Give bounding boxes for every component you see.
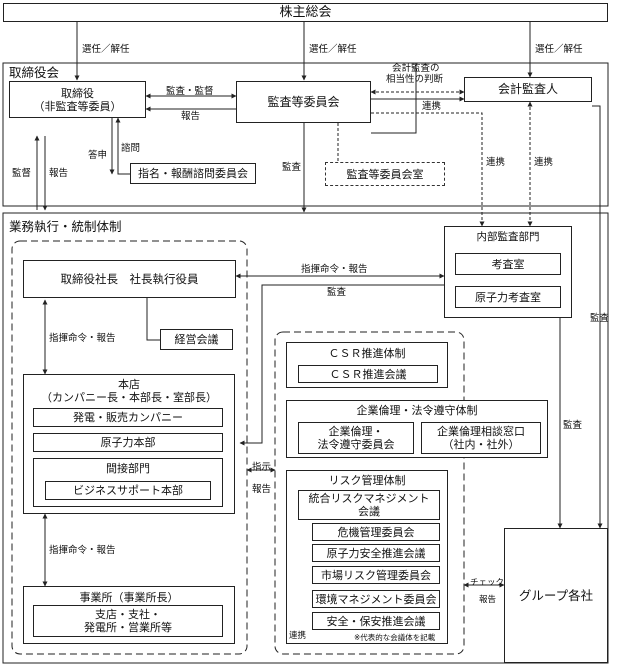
report-label-3: 報告 [252, 484, 272, 495]
ethics-desk-label-2: （社内・社外） [442, 438, 520, 451]
integrated-risk-label-1: 統合リスクマネジメント [308, 492, 430, 505]
accounting-judgment-label-1: 会計監査の [392, 63, 440, 74]
renkei-label-2: 連携 [486, 157, 506, 168]
accounting-auditor-box: 会計監査人 [464, 77, 592, 102]
management-meeting-label: 経営会議 [174, 333, 219, 346]
shareholders-meeting-label: 株主総会 [279, 5, 332, 20]
nuclear-hq-label: 原子力本部 [100, 436, 156, 449]
nuclear-safety-label: 原子力安全推進会議 [326, 546, 426, 560]
kansa-label-3: 監査 [563, 420, 583, 431]
elect-label-audit-committee: 選任／解任 [309, 44, 357, 55]
group-companies-box: グループ各社 [504, 528, 608, 663]
audit-supervise-label: 監査・監督 [166, 86, 214, 97]
market-risk-box: 市場リスク管理委員会 [312, 566, 440, 584]
shiji-label: 指示 [252, 462, 272, 473]
report-label-1: 報告 [181, 111, 201, 122]
environment-label: 環境マネジメント委員会 [315, 592, 437, 606]
nuclear-hq-box: 原子力本部 [33, 433, 223, 452]
environment-box: 環境マネジメント委員会 [312, 590, 440, 608]
safety-box: 安全・保安推進会議 [312, 612, 440, 630]
inspection-office-label: 考査室 [491, 257, 525, 271]
offices-label-1: 支店・支社・ [95, 608, 161, 621]
president-label: 取締役社長 社長執行役員 [60, 271, 199, 286]
integrated-risk-label-2: 会議 [358, 505, 380, 518]
internal-audit-title: 内部監査部門 [476, 231, 540, 243]
safety-label: 安全・保安推進会議 [326, 614, 426, 628]
accounting-judgment-label-2: 相当性の判断 [386, 74, 444, 85]
power-company-box: 発電・販売カンパニー [33, 408, 223, 427]
renkei-label-4: 連携 [289, 631, 307, 641]
renkei-label-3: 連携 [534, 157, 554, 168]
exec-dashed-region [11, 240, 248, 655]
accounting-auditor-label: 会計監査人 [497, 82, 558, 96]
indirect-dept-label: 間接部門 [106, 462, 150, 475]
management-meeting-box: 経営会議 [160, 329, 233, 350]
control-dashed-region [274, 331, 465, 655]
elect-label-directors: 選任／解任 [82, 44, 130, 55]
shareholders-meeting-box: 株主総会 [3, 3, 608, 22]
nuclear-safety-box: 原子力安全推進会議 [312, 544, 440, 562]
market-risk-label: 市場リスク管理委員会 [321, 568, 431, 582]
business-support-label: ビジネスサポート本部 [73, 484, 183, 497]
integrated-risk-box: 統合リスクマネジメント 会議 [298, 490, 440, 520]
risk-title: リスク管理体制 [328, 474, 406, 487]
csr-meeting-box: ＣＳＲ推進会議 [298, 365, 438, 383]
ethics-desk-box: 企業倫理相談窓口 （社内・社外） [421, 422, 541, 454]
toshin-label: 答申 [88, 150, 108, 161]
csr-title: ＣＳＲ推進体制 [328, 347, 406, 360]
report-label-2: 報告 [49, 168, 69, 179]
kansa-label-1: 監査 [282, 162, 302, 173]
execution-frame [2, 212, 609, 664]
audit-committee-office-box: 監査等委員会室 [325, 162, 445, 186]
shimon-label: 諮問 [121, 143, 141, 154]
audit-committee-office-label: 監査等委員会室 [346, 167, 424, 181]
ethics-committee-label-2: 法令遵守委員会 [317, 438, 395, 451]
offices-title: 事業所（事業所長） [79, 591, 179, 604]
kansa-label-2: 監査 [327, 287, 347, 298]
group-companies-label: グループ各社 [518, 588, 594, 603]
head-office-label-1: 本店 [118, 378, 140, 391]
crisis-committee-box: 危機管理委員会 [312, 523, 440, 541]
renkei-label-1: 連携 [422, 101, 442, 112]
directors-label-2: （非監査等委員） [33, 99, 122, 113]
board-frame [2, 62, 609, 207]
kansa-label-4: 監査 [590, 313, 610, 324]
audit-committee-box: 監査等委員会 [236, 81, 371, 123]
risk-note: ※代表的な会議体を記載 [354, 633, 436, 642]
offices-detail-box: 支店・支社・ 発電所・営業所等 [33, 605, 223, 637]
directors-box: 取締役 （非監査等委員） [9, 81, 146, 118]
inspection-office-box: 考査室 [455, 253, 561, 275]
crisis-committee-label: 危機管理委員会 [337, 525, 415, 539]
audit-committee-label: 監査等委員会 [267, 94, 340, 109]
ethics-committee-label-1: 企業倫理・ [328, 425, 384, 438]
kantoku-label: 監督 [12, 168, 32, 179]
board-title: 取締役会 [9, 65, 60, 80]
elect-label-auditor: 選任／解任 [535, 44, 583, 55]
ethics-title: 企業倫理・法令遵守体制 [356, 404, 478, 417]
business-support-box: ビジネスサポート本部 [45, 481, 211, 500]
execution-title: 業務執行・統制体制 [9, 219, 122, 234]
nuclear-inspection-label: 原子力考査室 [475, 290, 541, 304]
command-report-label-1: 指揮命令・報告 [301, 264, 368, 275]
ethics-desk-label-1: 企業倫理相談窓口 [437, 425, 525, 438]
head-office-label-2: （カンパニー長・本部長・室部長） [41, 391, 217, 404]
ethics-committee-box: 企業倫理・ 法令遵守委員会 [298, 422, 414, 454]
nomination-committee-box: 指名・報酬諮問委員会 [130, 163, 256, 184]
report-label-4: 報告 [479, 595, 497, 605]
nuclear-inspection-box: 原子力考査室 [455, 286, 561, 308]
check-label: チェック [470, 578, 505, 588]
nomination-committee-label: 指名・報酬諮問委員会 [138, 167, 248, 180]
command-report-label-2: 指揮命令・報告 [49, 333, 116, 344]
power-company-label: 発電・販売カンパニー [73, 411, 183, 424]
president-box: 取締役社長 社長執行役員 [23, 260, 236, 298]
csr-meeting-label: ＣＳＲ推進会議 [329, 367, 407, 381]
directors-label-1: 取締役 [61, 86, 94, 100]
offices-label-2: 発電所・営業所等 [84, 621, 172, 634]
command-report-label-3: 指揮命令・報告 [49, 545, 116, 556]
